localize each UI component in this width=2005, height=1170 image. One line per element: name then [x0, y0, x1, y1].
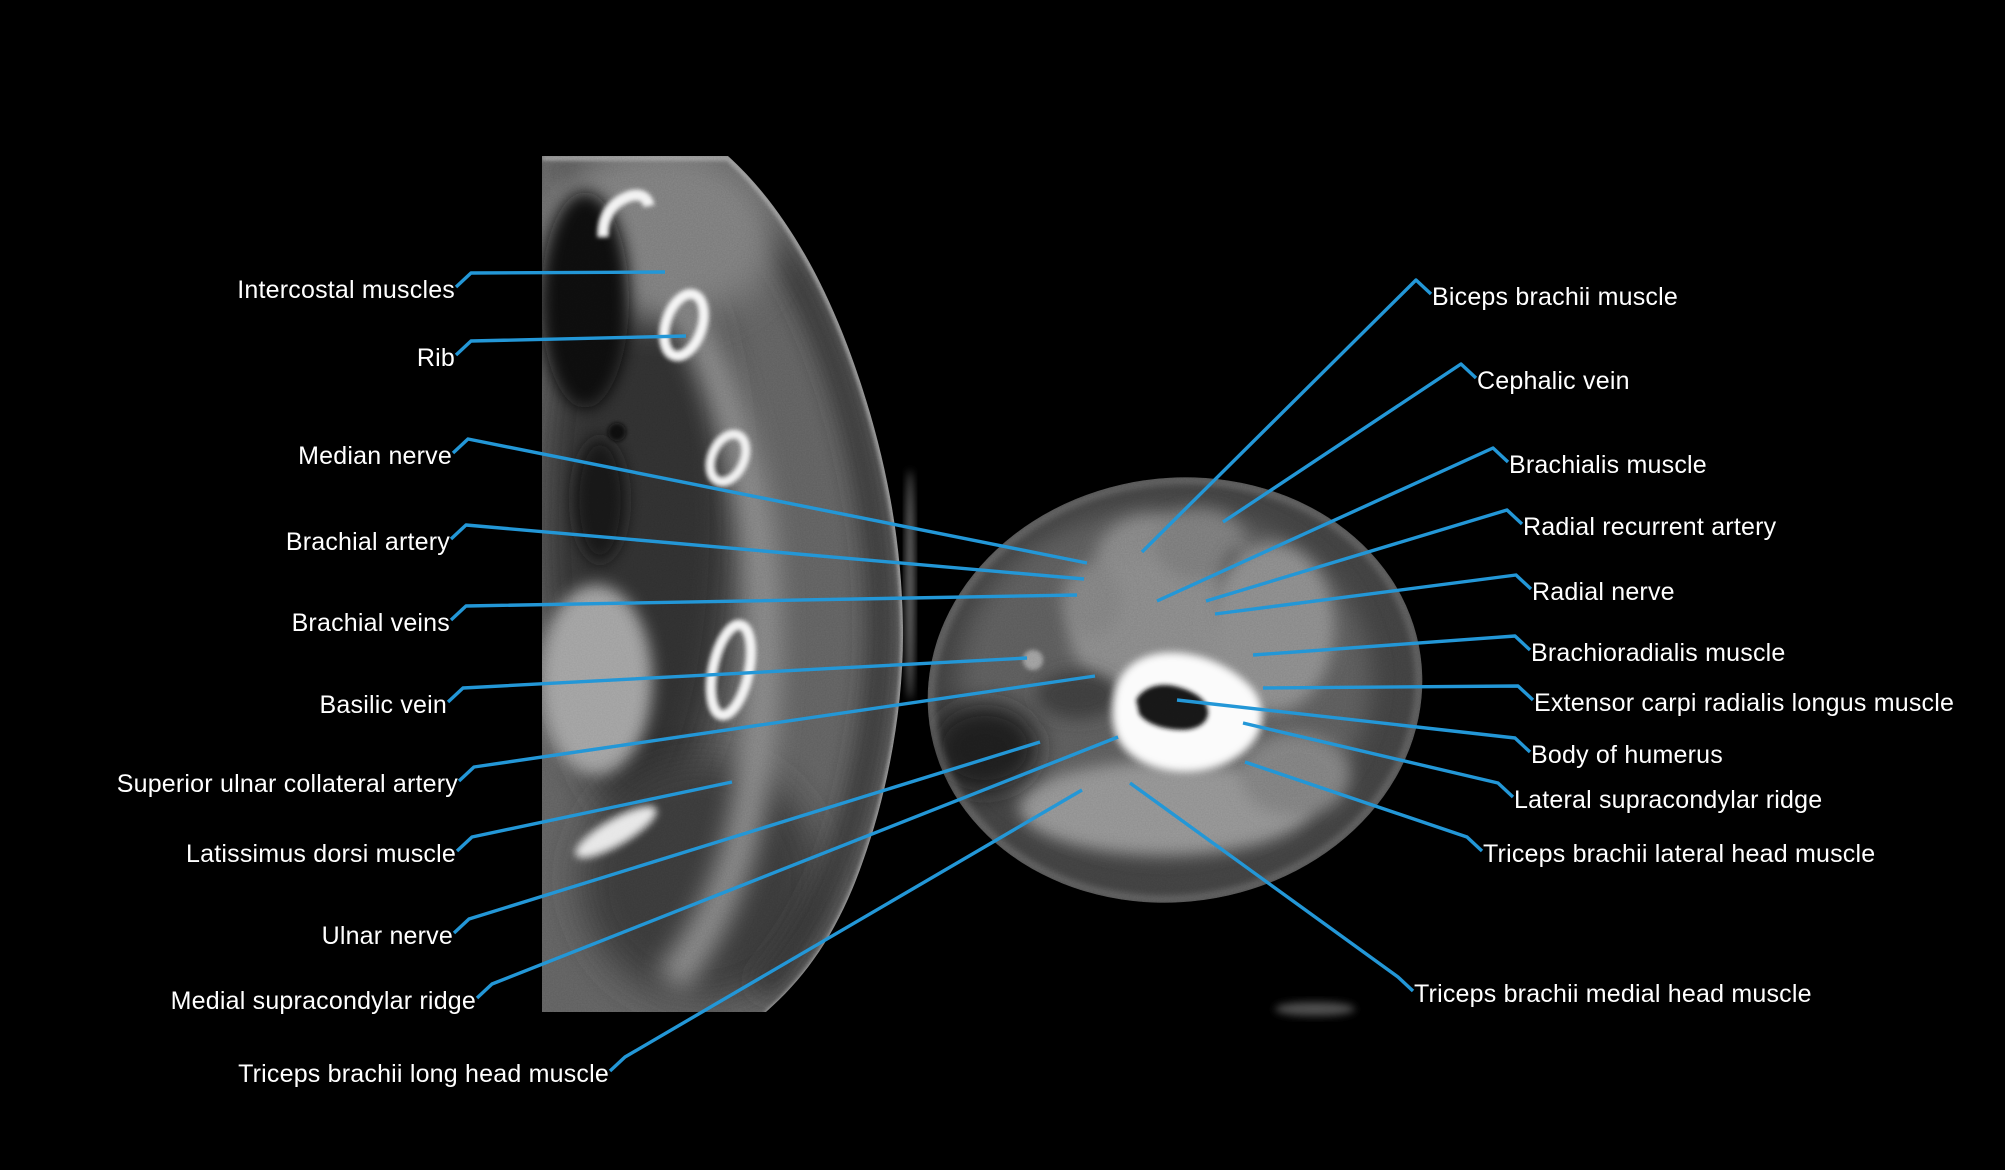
label-superior-ulnar-collateral-artery: Superior ulnar collateral artery: [116, 770, 458, 798]
label-ulnar-nerve: Ulnar nerve: [321, 922, 453, 950]
label-triceps-brachii-lateral-head-muscle: Triceps brachii lateral head muscle: [1483, 840, 1876, 868]
label-rib: Rib: [416, 344, 455, 372]
label-intercostal-muscles: Intercostal muscles: [237, 276, 455, 304]
label-median-nerve: Median nerve: [298, 442, 452, 470]
label-radial-nerve: Radial nerve: [1532, 578, 1675, 606]
label-brachialis-muscle: Brachialis muscle: [1509, 451, 1707, 479]
label-brachial-artery: Brachial artery: [285, 528, 450, 556]
label-cephalic-vein: Cephalic vein: [1477, 367, 1630, 395]
label-brachial-veins: Brachial veins: [291, 609, 450, 637]
label-biceps-brachii-muscle: Biceps brachii muscle: [1432, 283, 1678, 311]
label-radial-recurrent-artery: Radial recurrent artery: [1523, 513, 1777, 541]
label-latissimus-dorsi-muscle: Latissimus dorsi muscle: [186, 840, 456, 868]
label-brachioradialis-muscle: Brachioradialis muscle: [1531, 639, 1786, 667]
label-lateral-supracondylar-ridge: Lateral supracondylar ridge: [1514, 786, 1823, 814]
label-triceps-brachii-long-head-muscle: Triceps brachii long head muscle: [238, 1060, 609, 1088]
faint-tissue-streak: [1275, 1002, 1355, 1016]
label-basilic-vein: Basilic vein: [319, 691, 447, 719]
label-medial-supracondylar-ridge: Medial supracondylar ridge: [170, 987, 476, 1015]
label-extensor-carpi-radialis-longus-muscle: Extensor carpi radialis longus muscle: [1534, 689, 1955, 717]
label-triceps-brachii-medial-head-muscle: Triceps brachii medial head muscle: [1414, 980, 1812, 1008]
label-body-of-humerus: Body of humerus: [1531, 741, 1723, 769]
